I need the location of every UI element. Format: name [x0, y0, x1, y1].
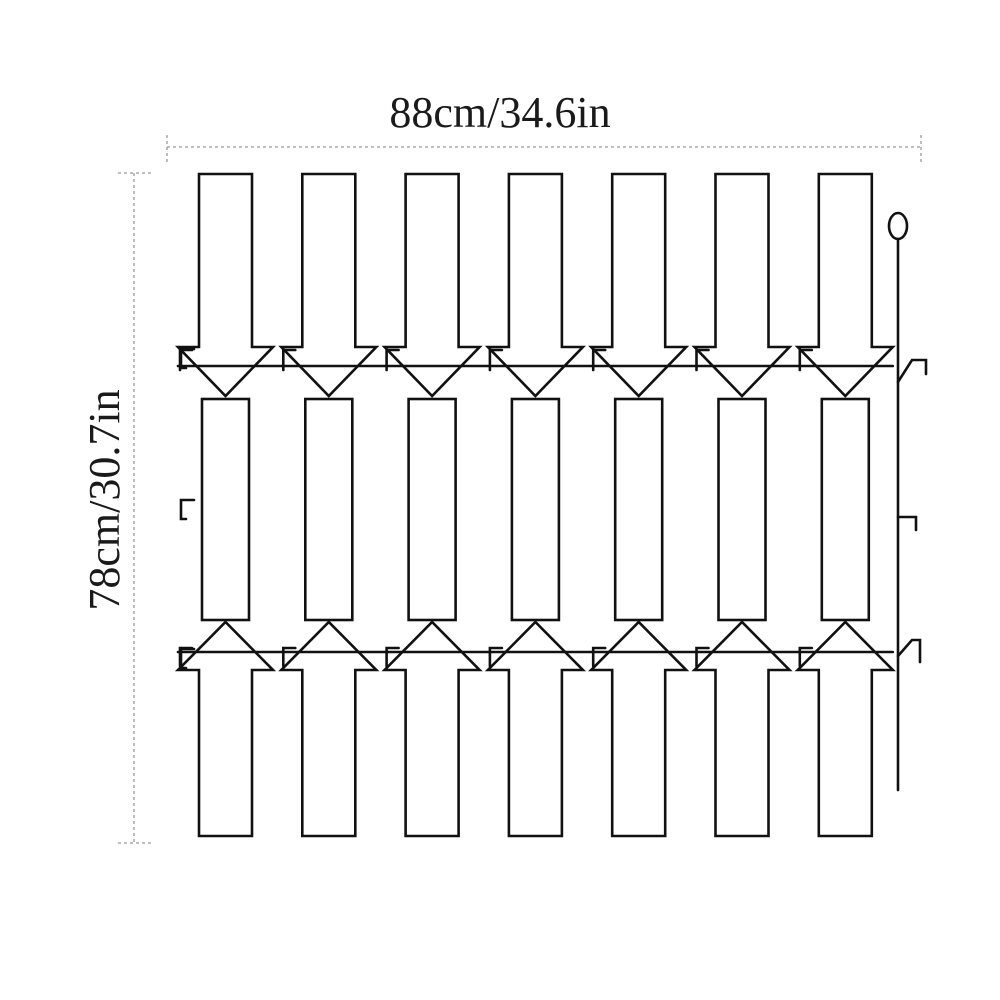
bottom-picket-4	[484, 620, 587, 838]
bottom-connector-clip-2	[282, 646, 297, 668]
middle-picket-5	[613, 397, 664, 622]
bottom-connector-clip-7	[798, 646, 814, 668]
height-label: 78cm/30.7in	[80, 389, 129, 610]
middle-picket-3	[407, 397, 457, 622]
bottom-picket-5	[588, 620, 690, 838]
stake-clip-top	[896, 358, 928, 384]
bottom-picket-7	[794, 620, 896, 838]
bottom-picket-6	[691, 620, 793, 838]
middle-picket-1	[200, 397, 251, 622]
top-picket-6	[691, 172, 793, 398]
top-picket-4	[484, 172, 586, 398]
bottom-connector-clip-3	[385, 646, 400, 668]
left-hook-middle	[179, 498, 196, 521]
top-connector-clip-5	[591, 348, 607, 372]
bottom-connector-clip-6	[695, 646, 710, 668]
left-hook-bottom	[179, 647, 196, 670]
left-hook-top	[179, 347, 196, 370]
top-connector-clip-3	[385, 348, 400, 372]
bottom-connector-clip-4	[488, 646, 504, 668]
bottom-picket-1	[174, 620, 277, 838]
top-picket-3	[381, 172, 483, 398]
bottom-connector-clip-5	[591, 646, 607, 668]
top-picket-1	[174, 172, 277, 398]
middle-picket-4	[510, 397, 561, 622]
top-connector-clip-7	[798, 348, 814, 372]
bottom-picket-2	[278, 620, 380, 838]
top-connector-clip-6	[695, 348, 710, 372]
stake-clip-middle	[896, 515, 918, 532]
height-dimension: 78cm/30.7in	[80, 172, 152, 844]
top-picket-2	[278, 172, 380, 398]
fence-panel	[174, 172, 928, 838]
top-picket-5	[588, 172, 690, 398]
stake-clip-bottom	[896, 638, 922, 664]
stake-loop	[887, 211, 909, 241]
top-connector-clip-4	[488, 348, 504, 372]
middle-picket-7	[820, 397, 871, 622]
bottom-picket-3	[381, 620, 483, 838]
middle-picket-6	[717, 397, 767, 622]
top-connector-clip-2	[282, 348, 297, 372]
width-label: 88cm/34.6in	[389, 88, 610, 137]
width-dimension: 88cm/34.6in	[166, 88, 922, 165]
top-picket-7	[794, 172, 896, 398]
middle-picket-2	[303, 397, 354, 622]
